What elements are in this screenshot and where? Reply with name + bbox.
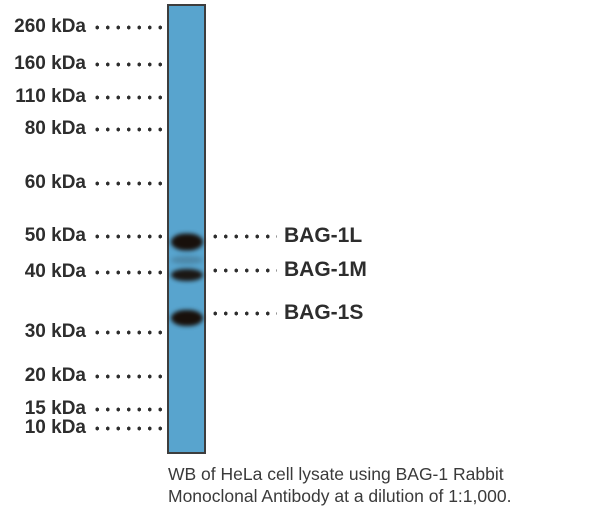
marker-label: 110 kDa xyxy=(15,86,86,107)
marker-label: 40 kDa xyxy=(24,261,86,282)
band-label: BAG-1L xyxy=(284,224,363,247)
blot-lane xyxy=(167,4,206,454)
band-label-row: BAG-1M xyxy=(210,257,367,283)
marker-row: 260 kDa xyxy=(0,15,164,39)
marker-row: 60 kDa xyxy=(0,171,164,195)
figure-caption: WB of HeLa cell lysate using BAG-1 Rabbi… xyxy=(168,463,598,507)
marker-row: 10 kDa xyxy=(0,416,164,440)
marker-row: 110 kDa xyxy=(0,85,164,109)
band-label: BAG-1M xyxy=(284,258,367,281)
dotted-leader xyxy=(92,329,164,335)
dotted-leader xyxy=(92,126,164,132)
marker-row: 40 kDa xyxy=(0,260,164,284)
marker-row: 20 kDa xyxy=(0,364,164,388)
band-label-row: BAG-1L xyxy=(210,223,362,249)
dotted-leader xyxy=(210,267,277,273)
protein-band xyxy=(170,310,203,326)
marker-label: 10 kDa xyxy=(24,417,86,438)
marker-row: 50 kDa xyxy=(0,224,164,248)
marker-label: 50 kDa xyxy=(24,225,86,246)
marker-label: 80 kDa xyxy=(24,118,86,139)
protein-band xyxy=(170,233,203,251)
marker-label: 30 kDa xyxy=(24,321,86,342)
marker-row: 160 kDa xyxy=(0,52,164,76)
dotted-leader xyxy=(92,425,164,431)
marker-label: 15 kDa xyxy=(24,398,86,419)
dotted-leader xyxy=(210,233,277,239)
marker-label: 260 kDa xyxy=(14,16,86,37)
marker-row: 30 kDa xyxy=(0,320,164,344)
band-label-row: BAG-1S xyxy=(210,300,363,326)
dotted-leader xyxy=(92,24,164,30)
marker-label: 160 kDa xyxy=(14,53,86,74)
caption-line-1: WB of HeLa cell lysate using BAG-1 Rabbi… xyxy=(168,464,504,484)
protein-band xyxy=(170,256,203,264)
protein-band xyxy=(170,269,203,281)
dotted-leader xyxy=(210,310,277,316)
marker-row: 80 kDa xyxy=(0,117,164,141)
dotted-leader xyxy=(92,180,164,186)
marker-row: 15 kDa xyxy=(0,397,164,421)
dotted-leader xyxy=(92,373,164,379)
dotted-leader xyxy=(92,406,164,412)
dotted-leader xyxy=(92,94,164,100)
dotted-leader xyxy=(92,233,164,239)
caption-line-2: Monoclonal Antibody at a dilution of 1:1… xyxy=(168,486,512,506)
marker-label: 60 kDa xyxy=(24,172,86,193)
marker-label: 20 kDa xyxy=(24,365,86,386)
band-label: BAG-1S xyxy=(284,301,364,324)
dotted-leader xyxy=(92,61,164,67)
dotted-leader xyxy=(92,269,164,275)
